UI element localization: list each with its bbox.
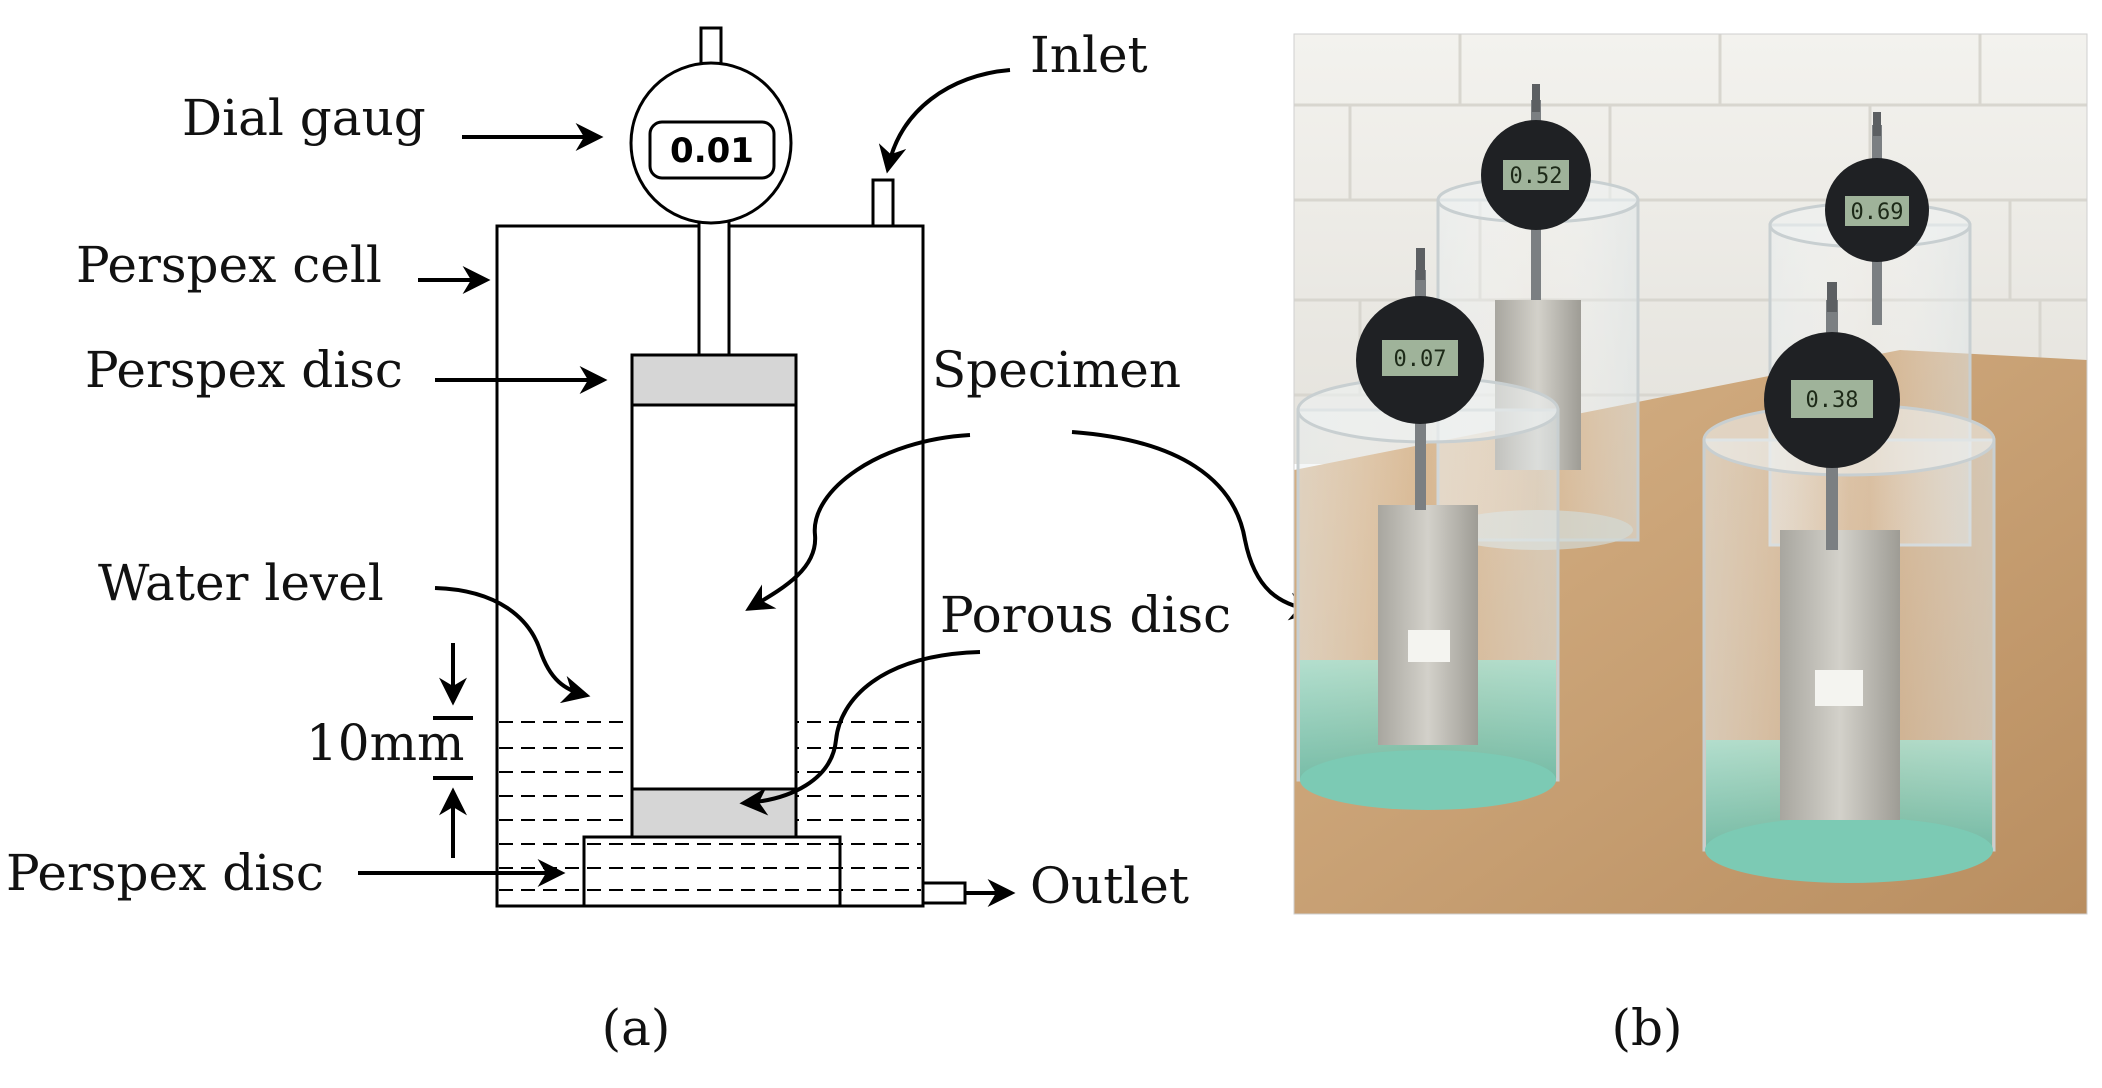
perspex-disc-bottom <box>582 835 842 908</box>
label-perspex-cell: Perspex cell <box>76 236 382 294</box>
porous-disc <box>630 787 798 839</box>
gauge-display <box>648 120 776 180</box>
label-water-level: Water level <box>98 554 384 612</box>
label-porous-disc: Porous disc <box>940 586 1231 644</box>
ten-mm-bars <box>433 716 473 780</box>
svg-text:0.38: 0.38 <box>1806 388 1859 413</box>
perspex-disc-top <box>630 353 798 407</box>
label-dial-gauge: Dial gaug <box>182 89 426 147</box>
inlet-pipe <box>871 178 895 228</box>
arrow-porous-disc <box>739 650 981 816</box>
label-specimen: Specimen <box>932 341 1181 399</box>
photo-panel: 0.52 0.69 0.07 <box>1294 34 2087 914</box>
arrow-water-level <box>434 586 591 704</box>
label-perspex-disc-bottom: Perspex disc <box>6 844 324 902</box>
photo-frame <box>1293 33 2088 915</box>
arrow-specimen-photo <box>1071 430 1318 621</box>
schematic-panel <box>495 26 967 908</box>
cylinder-front-right: 0.38 <box>1702 282 1996 883</box>
caption-b: (b) <box>1611 999 1682 1057</box>
outlet-pipe <box>921 881 967 905</box>
cylinder-front-left: 0.07 <box>1296 248 1560 810</box>
label-outlet: Outlet <box>1030 857 1189 915</box>
label-inlet: Inlet <box>1030 26 1148 84</box>
gauge-rod <box>697 218 731 357</box>
svg-text:0.52: 0.52 <box>1510 164 1563 189</box>
label-10mm: 10mm <box>306 714 464 772</box>
arrow-inlet <box>878 68 1011 174</box>
gauge-stem <box>699 26 723 68</box>
gauge-reading: 0.01 <box>670 131 754 171</box>
svg-text:0.07: 0.07 <box>1394 347 1447 372</box>
svg-text:0.69: 0.69 <box>1851 200 1904 225</box>
schematic-arrows <box>358 68 1318 907</box>
arrow-specimen <box>745 433 971 611</box>
caption-a: (a) <box>602 999 671 1057</box>
label-perspex-disc-top: Perspex disc <box>85 341 403 399</box>
